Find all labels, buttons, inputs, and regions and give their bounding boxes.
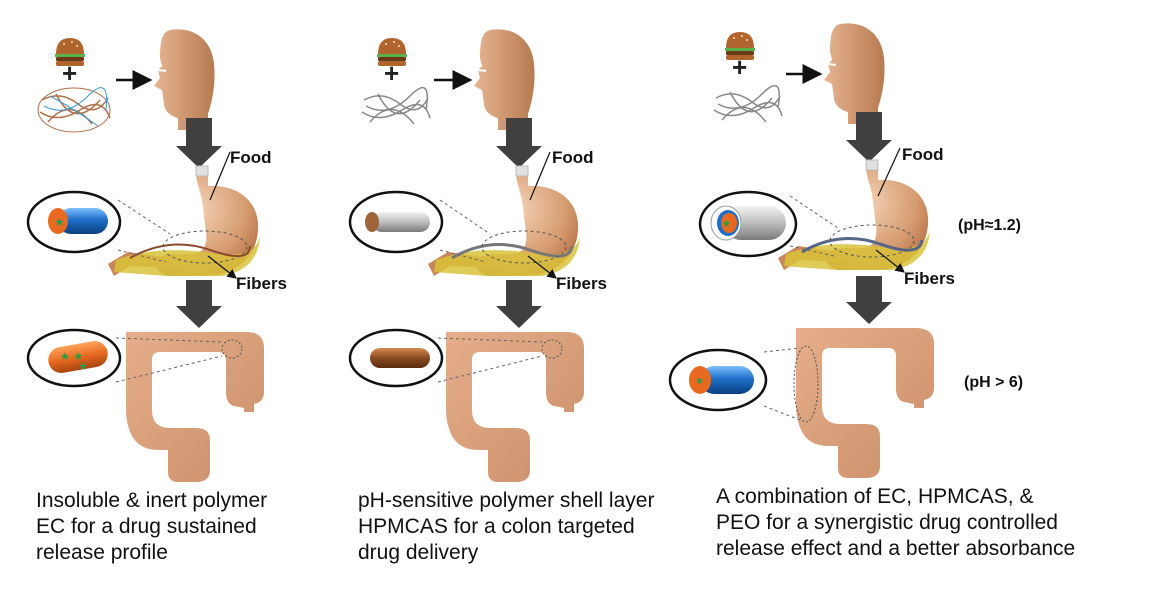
svg-text:★: ★ — [78, 360, 88, 373]
stomach-icon — [777, 159, 931, 271]
zoom-region — [481, 230, 567, 264]
plus-sign: + — [62, 58, 77, 88]
fiber-in-stomach — [801, 237, 924, 254]
caption-panel-1: Insoluble & inert polymer EC for a drug … — [36, 488, 267, 566]
caption-line: PEO for a synergistic drug controlled — [716, 511, 1058, 534]
zoom-line — [789, 195, 839, 229]
panel-3: + ★ Food (pH≈1.2) Fibers (pH > 6) — [668, 22, 1023, 478]
fiber-cylinder-icon: ★ — [26, 190, 122, 254]
fiber-mesh-icon — [361, 86, 431, 125]
head-icon — [823, 22, 886, 126]
panel-1: + ★ Food Fibers ★ ★ — [26, 28, 287, 482]
zoom-line — [117, 249, 167, 263]
colon-icon — [446, 332, 584, 482]
fibers-label: Fibers — [556, 274, 607, 293]
caption-line: Insoluble & inert polymer — [36, 489, 268, 512]
fibers-pointer — [207, 255, 237, 279]
food-pointer — [529, 151, 551, 201]
svg-text:★ ★: ★ ★ — [60, 350, 83, 363]
zoom-region — [829, 224, 915, 258]
stomach-icon — [427, 165, 581, 277]
svg-text:★: ★ — [54, 215, 65, 229]
zoom-line — [763, 347, 801, 353]
down-arrow-2 — [176, 280, 222, 328]
zoom-line — [115, 355, 223, 383]
fiber-cylinder-icon: ★ — [698, 190, 798, 258]
caption-line: EC for a drug sustained — [36, 515, 257, 538]
caption-line: pH-sensitive polymer shell layer — [358, 489, 655, 512]
down-arrow-1 — [496, 118, 542, 168]
food-label: Food — [902, 145, 944, 164]
caption-line: release effect and a better absorbance — [716, 537, 1076, 560]
down-arrow-2 — [846, 276, 892, 324]
food-pointer — [209, 151, 231, 201]
head-icon — [153, 28, 216, 132]
zoom-line — [789, 245, 835, 257]
caption-line: drug delivery — [358, 541, 479, 564]
colon-icon — [796, 328, 934, 478]
zoom-region — [793, 345, 819, 423]
zoom-line — [437, 337, 543, 343]
caption-panel-2: pH-sensitive polymer shell layer HPMCAS … — [358, 488, 654, 566]
zoom-region — [221, 339, 243, 359]
svg-text:★: ★ — [695, 376, 704, 387]
fibers-label: Fibers — [904, 269, 955, 288]
zoom-line — [439, 249, 487, 263]
ph-colon-label: (pH > 6) — [964, 374, 1023, 391]
fibers-pointer — [875, 249, 905, 273]
fiber-in-stomach — [451, 243, 574, 260]
zoom-region — [162, 230, 248, 264]
caption-line: release profile — [36, 541, 168, 564]
fibers-pointer — [527, 255, 557, 279]
caption-line: A combination of EC, HPMCAS, & — [716, 485, 1034, 508]
down-arrow-1 — [846, 112, 892, 162]
zoom-line — [117, 199, 171, 235]
plus-sign: + — [732, 52, 747, 82]
zoom-region — [541, 339, 563, 359]
food-pointer — [877, 147, 901, 197]
fiber-cylinder-icon: ★ ★ ★ — [26, 328, 122, 388]
down-arrow-1 — [176, 118, 222, 168]
zoom-line — [439, 199, 491, 235]
svg-text:★: ★ — [722, 219, 731, 230]
ph-stomach-label: (pH≈1.2) — [958, 217, 1021, 234]
fiber-mesh-icon — [37, 87, 111, 133]
fibers-label: Fibers — [236, 274, 287, 293]
colon-icon — [126, 332, 264, 482]
head-icon — [473, 28, 536, 132]
fiber-in-stomach — [129, 243, 251, 259]
food-label: Food — [230, 148, 272, 167]
stomach-icon — [107, 165, 261, 277]
plus-sign: + — [384, 58, 399, 88]
fiber-cylinder-icon — [348, 328, 444, 388]
fiber-cylinder-icon: ★ — [668, 348, 768, 412]
down-arrow-2 — [496, 280, 542, 328]
caption-panel-3: A combination of EC, HPMCAS, & PEO for a… — [716, 484, 1075, 562]
panel-2: + Food Fibers — [348, 28, 607, 482]
zoom-line — [763, 405, 801, 421]
caption-line: HPMCAS for a colon targeted — [358, 515, 635, 538]
food-label: Food — [552, 148, 594, 167]
fiber-mesh-icon — [713, 84, 783, 123]
fiber-cylinder-icon — [348, 190, 444, 254]
